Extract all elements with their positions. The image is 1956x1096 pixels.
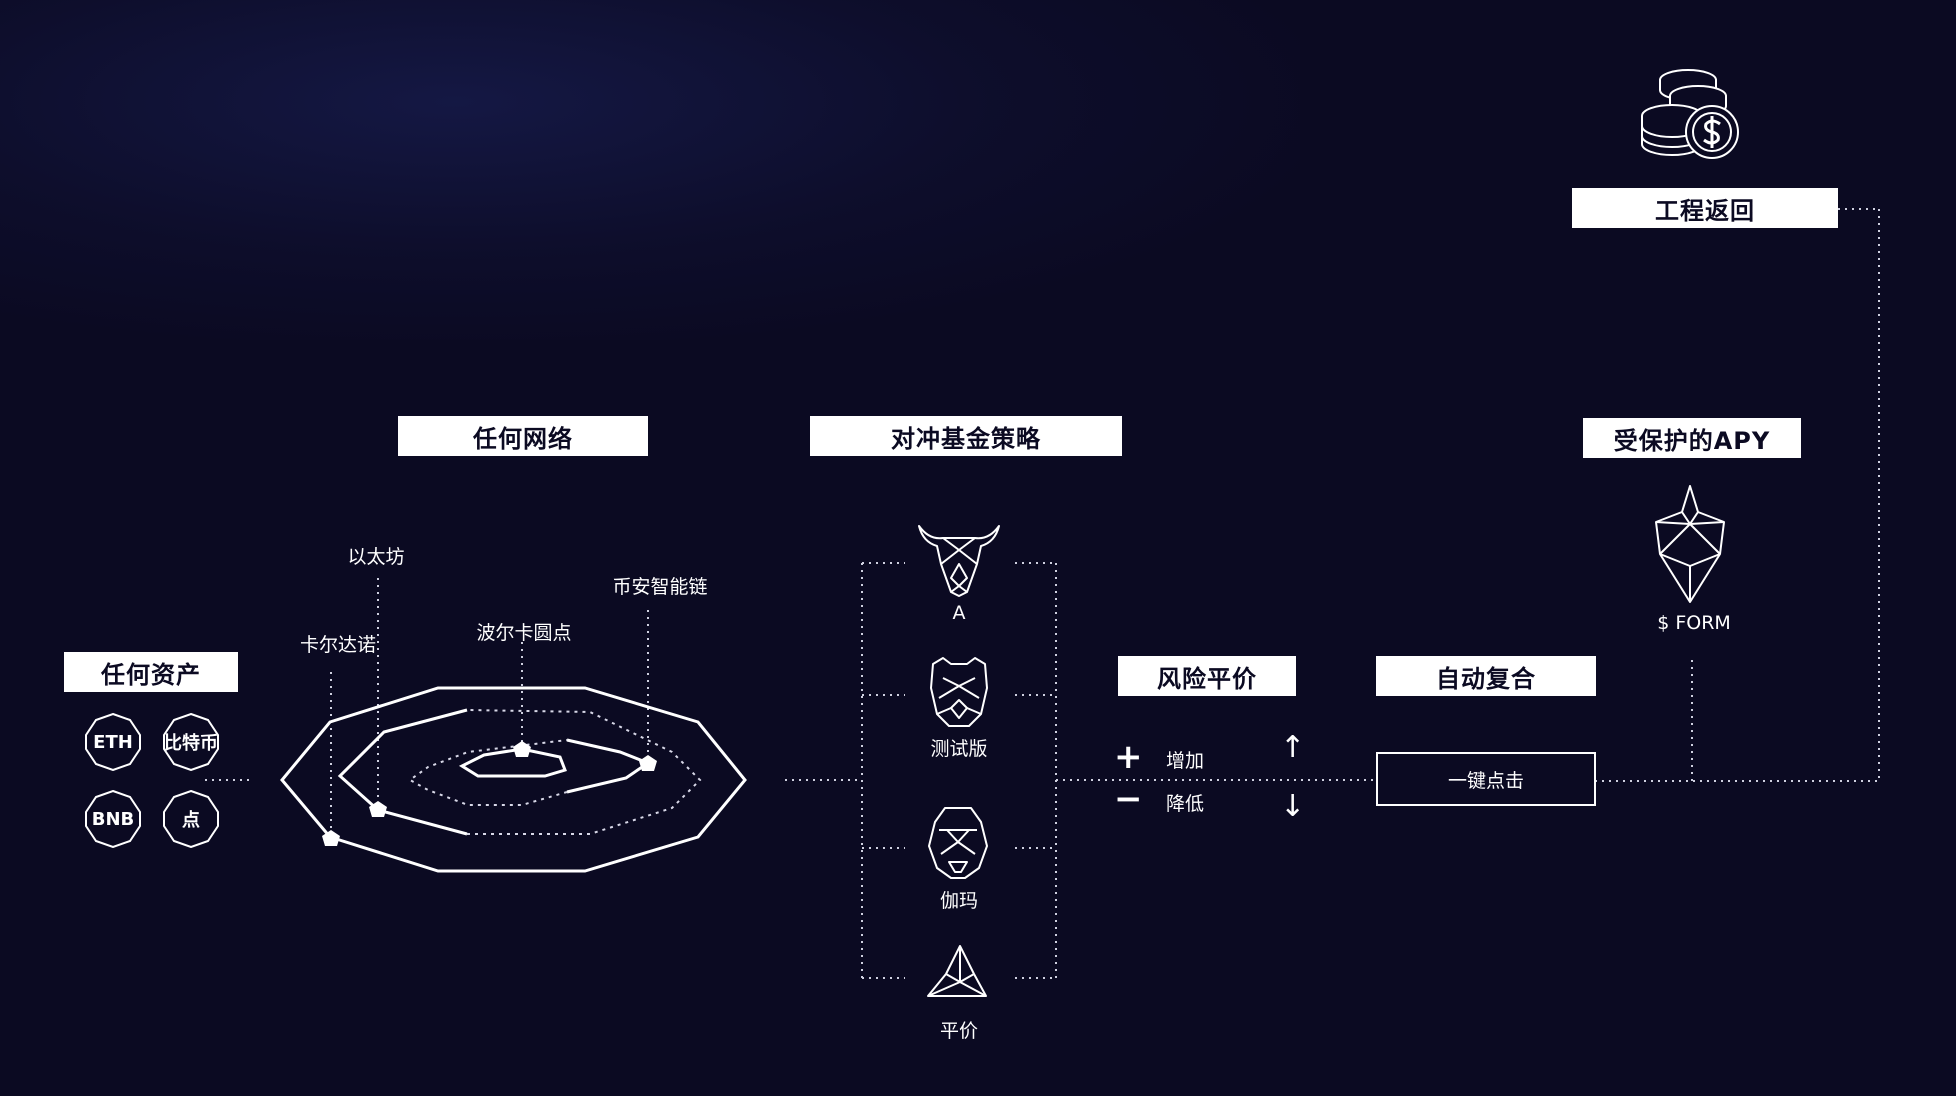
protected-apy-label: 受保护的APY — [1583, 418, 1801, 458]
token-label: $ FORM — [1657, 612, 1731, 634]
strategy-beta-label: 测试版 — [930, 738, 988, 760]
eth-badge: ETH — [84, 713, 142, 771]
one-click-button[interactable]: 一键点击 — [1376, 752, 1596, 806]
strategy-parity-label: 平价 — [939, 1020, 979, 1042]
risk-parity-label: 风险平价 — [1118, 656, 1296, 696]
auto-compound-label: 自动复合 — [1376, 656, 1596, 696]
plus-icon: + — [1114, 737, 1143, 777]
minus-icon: − — [1114, 779, 1143, 819]
bull-icon — [918, 525, 1000, 597]
network-ethereum: 以太坊 — [347, 546, 405, 568]
mountain-icon — [927, 945, 987, 997]
down-arrow-icon: ↓ — [1280, 789, 1306, 824]
gorilla-icon — [928, 807, 988, 879]
network-cardano: 卡尔达诺 — [299, 634, 377, 656]
diamond-icon — [1655, 485, 1725, 603]
any-network-label: 任何网络 — [398, 416, 648, 456]
any-asset-label: 任何资产 — [64, 652, 238, 692]
bnb-badge: BNB — [84, 790, 142, 848]
bnb-badge-label: BNB — [91, 808, 135, 830]
dot-badge: 点 — [162, 790, 220, 848]
strategy-gamma-label: 伽玛 — [939, 890, 979, 912]
dot-badge-label: 点 — [182, 810, 200, 831]
decrease-label: 降低 — [1166, 793, 1205, 815]
increase-label: 增加 — [1166, 750, 1205, 772]
strategy-a-label: A — [952, 602, 966, 624]
hedge-strategy-label: 对冲基金策略 — [810, 416, 1122, 456]
network-bsc: 币安智能链 — [612, 576, 708, 598]
up-arrow-icon: ↑ — [1280, 730, 1306, 765]
coins-icon — [1641, 69, 1739, 159]
eth-badge-label: ETH — [93, 731, 133, 753]
network-polkadot: 波尔卡圆点 — [476, 622, 572, 644]
btc-badge-label: 比特币 — [164, 733, 218, 754]
project-return-label: 工程返回 — [1572, 188, 1838, 228]
btc-badge: 比特币 — [162, 713, 220, 771]
bear-icon — [930, 657, 988, 727]
